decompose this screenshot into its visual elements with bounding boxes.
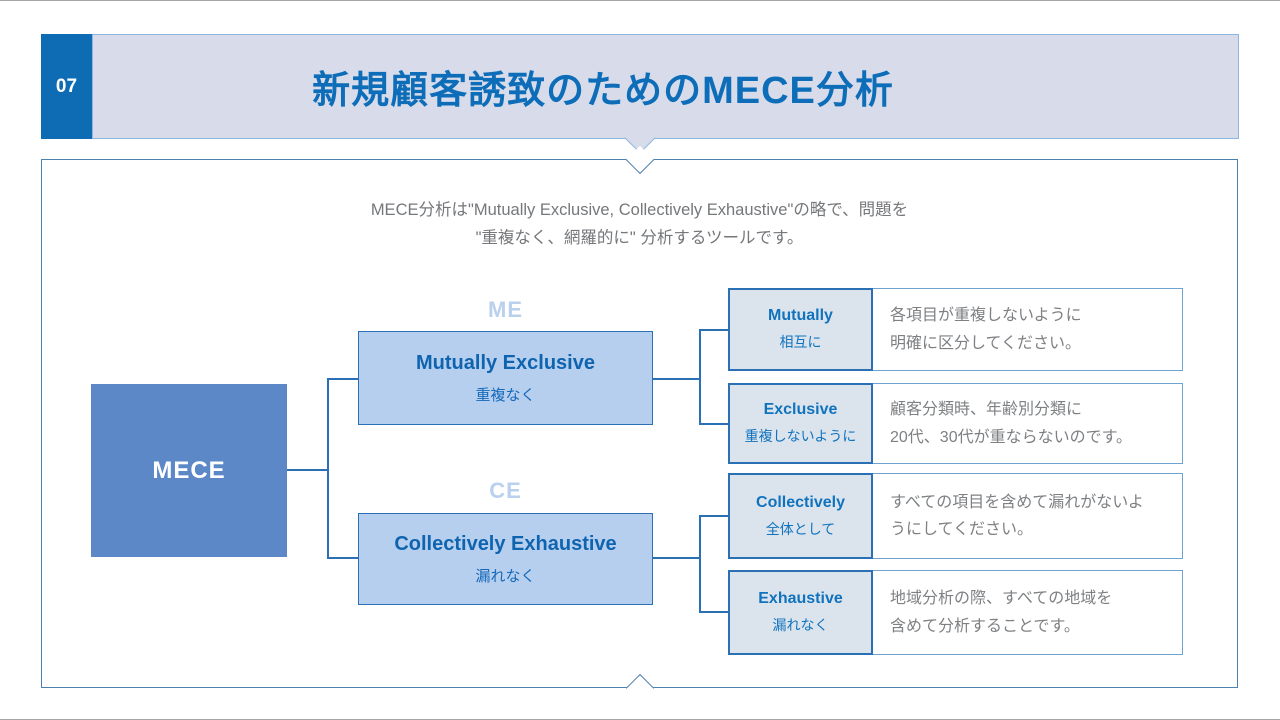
connector-ce-vertical [699, 515, 701, 613]
desc-cell-collectively: すべての項目を含めて漏れがないよ うにしてください。 [873, 473, 1183, 559]
connector-me-trunk [653, 378, 699, 380]
connector-to-me-box [327, 378, 358, 380]
title-banner: 新規顧客誘致のためのMECE分析 [92, 34, 1239, 139]
desc-line-2: 20代、30代が重ならないのです。 [890, 428, 1132, 446]
term-cell-exclusive: Exclusive 重複しないように [728, 383, 873, 464]
leaf-row-exclusive: Exclusive 重複しないように 顧客分類時、年齢別分類に 20代、30代が… [728, 383, 1183, 464]
leaf-row-collectively: Collectively 全体として すべての項目を含めて漏れがないよ うにして… [728, 473, 1183, 559]
connector-to-ce-box [327, 557, 358, 559]
term-ja: 重複しないように [744, 428, 857, 444]
top-edge-divider [0, 0, 1280, 1]
term-ja: 相互に [779, 334, 822, 350]
slide-title: 新規顧客誘致のためのMECE分析 [312, 70, 894, 112]
mutually-exclusive-title-en: Mutually Exclusive [416, 351, 595, 374]
term-en: Exhaustive [758, 590, 843, 607]
term-en: Mutually [768, 307, 833, 324]
leaf-row-exhaustive: Exhaustive 漏れなく 地域分析の際、すべての地域を 含めて分析すること… [728, 570, 1183, 655]
desc-line-2: 含めて分析することです。 [890, 617, 1080, 635]
mutually-exclusive-box: Mutually Exclusive 重複なく [358, 331, 653, 425]
collectively-exhaustive-title-en: Collectively Exhaustive [394, 532, 617, 555]
connector-to-exclusive-row [699, 423, 728, 425]
desc-line-2: 明確に区分してください。 [890, 334, 1082, 352]
intro-line-2: "重複なく、網羅的に" 分析するツールです。 [475, 229, 804, 247]
connector-ce-trunk [653, 557, 699, 559]
term-en: Exclusive [763, 401, 838, 418]
connector-to-exhaustive-row [699, 611, 728, 613]
term-ja: 漏れなく [772, 617, 829, 633]
desc-cell-exclusive: 顧客分類時、年齢別分類に 20代、30代が重ならないのです。 [873, 383, 1183, 464]
desc-cell-mutually: 各項目が重複しないように 明確に区分してください。 [873, 288, 1183, 371]
me-watermark-tag: ME [488, 297, 523, 322]
desc-line-1: すべての項目を含めて漏れがないよ [890, 493, 1144, 511]
connector-me-vertical [699, 329, 701, 425]
connector-root-trunk [285, 469, 327, 471]
intro-text: MECE分析は"Mutually Exclusive, Collectively… [41, 196, 1238, 252]
mutually-exclusive-title-ja: 重複なく [475, 386, 536, 404]
term-ja: 全体として [765, 520, 836, 537]
page-number-badge: 07 [41, 34, 92, 139]
connector-to-collectively-row [699, 515, 728, 517]
desc-line-1: 顧客分類時、年齢別分類に [890, 401, 1083, 418]
intro-line-1: MECE分析は"Mutually Exclusive, Collectively… [370, 201, 909, 219]
term-en: Collectively [756, 493, 845, 511]
connector-root-vertical [327, 378, 329, 559]
ce-watermark-tag: CE [489, 478, 522, 503]
page-number: 07 [55, 75, 78, 97]
term-cell-collectively: Collectively 全体として [728, 473, 873, 559]
desc-line-1: 各項目が重複しないように [890, 307, 1082, 324]
desc-line-2: うにしてください。 [890, 521, 1034, 538]
mece-root-box: MECE [91, 384, 287, 557]
collectively-exhaustive-box: Collectively Exhaustive 漏れなく [358, 513, 653, 605]
collectively-exhaustive-title-ja: 漏れなく [475, 567, 536, 585]
desc-cell-exhaustive: 地域分析の際、すべての地域を 含めて分析することです。 [873, 570, 1183, 655]
desc-line-1: 地域分析の際、すべての地域を [890, 590, 1113, 607]
term-cell-exhaustive: Exhaustive 漏れなく [728, 570, 873, 655]
term-cell-mutually: Mutually 相互に [728, 288, 873, 371]
connector-to-mutually-row [699, 329, 728, 331]
leaf-row-mutually: Mutually 相互に 各項目が重複しないように 明確に区分してください。 [728, 288, 1183, 371]
mece-root-label: MECE [152, 456, 226, 484]
